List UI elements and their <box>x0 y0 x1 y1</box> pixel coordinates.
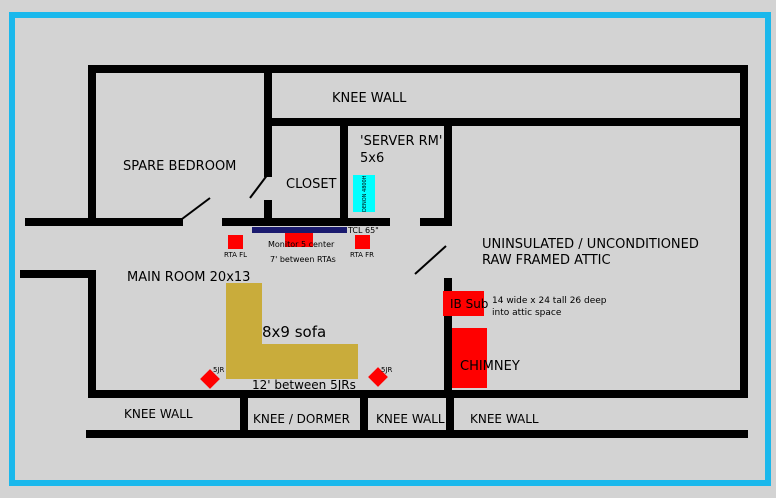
wall-main-middle <box>222 218 390 226</box>
door-swing-bedroom <box>177 197 211 223</box>
wall-knee-divider-1 <box>240 398 248 432</box>
monitor-speaker <box>285 233 313 247</box>
tv-bar <box>252 227 347 233</box>
wall-main-left <box>25 218 183 226</box>
rta-spacing-label: 7' between RTAs <box>270 255 336 264</box>
sub-note-line2: into attic space <box>492 308 562 318</box>
server-room-size: 5x6 <box>360 151 384 166</box>
wall-bedroom-closet-upper <box>264 65 272 177</box>
rta-fr-label: RTA FR <box>350 251 374 259</box>
wall-closet-server <box>340 118 348 225</box>
closet-label: CLOSET <box>286 177 337 192</box>
server-room-name: 'SERVER RM' <box>360 134 442 149</box>
chimney <box>452 328 487 388</box>
door-swing-closet <box>249 173 269 199</box>
jr-left-speaker <box>200 369 220 389</box>
rta-fl-speaker <box>228 235 243 249</box>
rta-fl-label: RTA FL <box>224 251 247 259</box>
wall-main-lower-left <box>20 270 96 278</box>
wall-bottom <box>88 390 748 398</box>
chimney-label: CHIMNEY <box>460 359 520 374</box>
walls <box>20 65 748 438</box>
sub-label: IB Sub <box>450 297 488 311</box>
wall-knee-divider-3 <box>446 398 454 432</box>
wall-upper-horizontal <box>264 118 748 126</box>
page-border <box>9 12 771 486</box>
jr-right-speaker <box>368 367 388 387</box>
jr-left-label: 5JR <box>213 366 225 374</box>
wall-knee-divider-2 <box>360 398 368 432</box>
jr-right-label: 5JR <box>381 366 393 374</box>
spare-bedroom-label: SPARE BEDROOM <box>123 159 236 174</box>
knee-wall-top-label: KNEE WALL <box>332 91 407 106</box>
attic-label-line2: RAW FRAMED ATTIC <box>482 253 611 268</box>
knee-wall-bottom-left-label: KNEE WALL <box>124 407 193 421</box>
wall-bedroom-left <box>88 65 96 225</box>
jr-spacing-label: 12' between 5JRs <box>252 378 356 392</box>
knee-dormer-label: KNEE / DORMER <box>253 412 350 426</box>
wall-main-left-vertical <box>88 270 96 398</box>
wall-knee-bottom <box>86 430 748 438</box>
wall-right <box>740 65 748 398</box>
attic-label-line1: UNINSULATED / UNCONDITIONED <box>482 237 699 252</box>
tv-label: TCL 65" <box>347 226 379 235</box>
knee-wall-bottom-mid-label: KNEE WALL <box>376 412 445 426</box>
knee-wall-bottom-right-label: KNEE WALL <box>470 412 539 426</box>
wall-top <box>88 65 748 73</box>
wall-attic-lower <box>444 278 452 398</box>
monitor-label: Monitor 5 center <box>268 240 335 249</box>
wall-bedroom-closet-lower <box>264 200 272 225</box>
main-room-label: MAIN ROOM 20x13 <box>127 270 250 285</box>
sub-note-line1: 14 wide x 24 tall 26 deep <box>492 296 607 306</box>
server-device <box>353 175 375 212</box>
server-device-label: DENON 4800H <box>362 175 368 212</box>
wall-server-attic <box>444 118 452 225</box>
wall-main-right-stub <box>420 218 452 226</box>
sofa-label: 8x9 sofa <box>262 323 326 341</box>
door-swing-attic <box>414 245 447 275</box>
rta-fr-speaker <box>355 235 370 249</box>
sofa <box>226 283 358 379</box>
ib-sub <box>443 291 484 316</box>
